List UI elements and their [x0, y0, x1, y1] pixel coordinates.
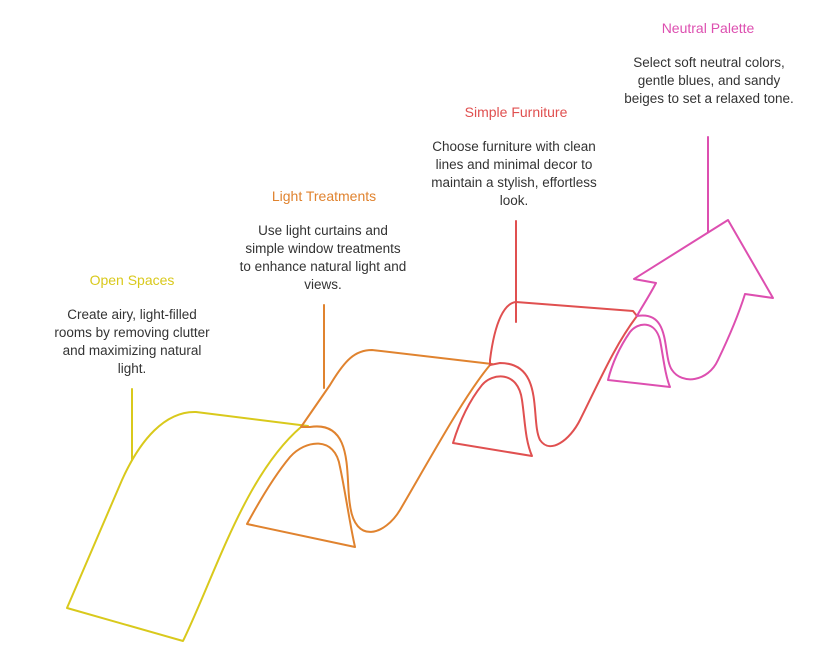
step-description-neutral-palette: Select soft neutral colors, gentle blues…	[624, 55, 794, 106]
step-description-light-treatments: Use light curtains and simple window tre…	[239, 223, 407, 292]
ribbon-fold-neutral-palette	[607, 323, 671, 388]
step-title-open-spaces: Open Spaces	[89, 272, 175, 288]
step-description-simple-furniture: Choose furniture with clean lines and mi…	[431, 139, 597, 208]
ribbon-fold-simple-furniture	[452, 375, 533, 457]
ribbon-segment-light-treatments	[300, 349, 493, 533]
ribbon-segment-open-spaces	[66, 410, 309, 642]
ribbon-segment-simple-furniture	[489, 301, 638, 447]
step-title-simple-furniture: Simple Furniture	[464, 104, 568, 120]
step-description-open-spaces: Create airy, light-filled rooms by remov…	[54, 307, 210, 376]
step-title-light-treatments: Light Treatments	[271, 188, 377, 204]
ribbon-fold-light-treatments	[246, 442, 356, 548]
ribbon-arrow-neutral-palette	[633, 219, 774, 381]
step-title-neutral-palette: Neutral Palette	[661, 20, 755, 36]
